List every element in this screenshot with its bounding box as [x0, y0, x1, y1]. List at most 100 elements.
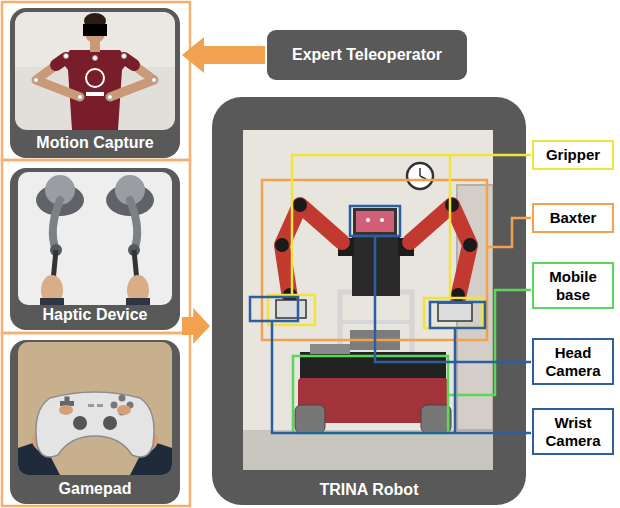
trina-robot-figure	[293, 356, 448, 433]
person-figure	[83, 24, 107, 36]
callout-label: Mobile base	[537, 268, 609, 303]
trina-robot-figure	[250, 297, 298, 321]
gamepad-in-hands	[130, 440, 172, 475]
part-callout: Baxter	[532, 203, 614, 233]
leader-lines	[292, 155, 531, 295]
haptic-devices	[41, 275, 63, 305]
trina-robot-figure	[352, 236, 400, 296]
trina-robot-figure	[380, 218, 384, 222]
input-panel: Haptic Device	[10, 168, 180, 330]
part-callout: Gripper	[532, 140, 614, 170]
gamepad-in-hands	[119, 395, 126, 402]
trina-robot-figure	[243, 130, 493, 470]
person-figure	[152, 78, 157, 83]
trina-robot-figure	[268, 295, 315, 325]
trina-robot-figure	[275, 238, 289, 252]
person-figure	[34, 78, 39, 83]
gamepad-in-hands	[97, 404, 103, 407]
trina-robot-figure	[419, 168, 421, 176]
trina-robot-figure	[410, 205, 470, 298]
gamepad-in-hands	[18, 440, 60, 475]
haptic-devices	[53, 200, 60, 250]
leader-lines	[272, 321, 531, 433]
flow-arrow	[182, 37, 265, 73]
person-figure	[93, 56, 98, 61]
leader-lines	[449, 155, 452, 298]
input-panel: Motion Capture	[10, 8, 180, 158]
role-box: Expert Teleoperator	[267, 30, 467, 80]
person-figure	[84, 17, 106, 43]
role-label: Expert Teleoperator	[292, 46, 442, 64]
gamepad-in-hands	[117, 405, 131, 415]
part-callout: Head Camera	[532, 338, 614, 385]
trina-robot-figure	[421, 405, 451, 433]
trina-robot-figure	[350, 206, 400, 236]
panel-label: Haptic Device	[43, 306, 148, 324]
gamepad-in-hands	[88, 404, 94, 407]
haptic-devices	[45, 175, 75, 205]
trina-robot-figure	[463, 238, 477, 252]
person-figure	[122, 54, 127, 59]
trina-robot-figure	[438, 303, 472, 321]
person-figure	[56, 58, 66, 65]
trina-robot-figure	[298, 378, 448, 423]
haptic-devices	[127, 275, 149, 305]
trina-robot-figure	[451, 288, 465, 302]
trina-robot-figure	[340, 320, 412, 324]
trina-robot-figure	[262, 180, 487, 340]
person-figure	[124, 58, 134, 65]
person-figure	[86, 69, 104, 87]
person-figure	[64, 54, 69, 59]
panel-label: Gamepad	[59, 480, 132, 498]
trina-robot-figure	[420, 176, 426, 179]
gamepad-in-hands	[103, 416, 117, 430]
trina-robot-figure	[283, 288, 297, 302]
callout-label: Head Camera	[537, 344, 609, 379]
person-figure	[15, 12, 175, 130]
gamepad-in-hands	[32, 427, 64, 453]
leader-lines	[375, 236, 531, 362]
haptic-devices	[52, 250, 56, 292]
callout-label: Baxter	[550, 209, 597, 226]
trina-robot-figure	[356, 211, 394, 232]
callout-label: Gripper	[546, 146, 600, 163]
gamepad-in-hands	[60, 401, 74, 406]
haptic-devices	[134, 250, 138, 292]
person-figure	[36, 58, 80, 97]
leader-lines	[487, 218, 531, 247]
flow-arrow	[182, 308, 210, 344]
robot-panel: TRINA Robot	[212, 97, 526, 505]
trina-robot-figure	[407, 163, 433, 189]
trina-robot-figure	[398, 238, 414, 256]
haptic-devices	[40, 298, 64, 305]
person-figure	[62, 50, 128, 130]
gamepad-in-hands	[111, 402, 118, 409]
trina-robot-figure	[340, 292, 412, 356]
trina-robot-figure	[300, 352, 446, 380]
haptic-devices	[36, 184, 84, 216]
trina-robot-figure	[366, 218, 370, 222]
gamepad-in-hands	[18, 342, 172, 475]
haptic-devices	[106, 184, 154, 216]
person-figure	[90, 40, 100, 52]
trina-robot-figure	[243, 130, 493, 470]
leader-lines	[454, 328, 457, 433]
haptic-devices	[128, 244, 140, 256]
gamepad-in-hands	[127, 402, 134, 409]
trina-robot-figure	[276, 300, 306, 318]
trina-robot-figure	[295, 405, 325, 433]
trina-robot-figure	[243, 430, 493, 470]
input-panel: Gamepad	[10, 340, 180, 504]
part-callout: Mobile base	[532, 262, 614, 309]
haptic-devices	[126, 298, 150, 305]
trina-robot-figure	[282, 205, 342, 298]
trina-robot-figure	[350, 330, 400, 350]
person-figure	[78, 95, 83, 100]
leader-lines	[272, 155, 531, 433]
gamepad-in-hands	[59, 405, 73, 415]
person-figure	[86, 92, 104, 96]
haptic-devices	[115, 175, 145, 205]
haptic-devices	[50, 244, 62, 256]
input-frame	[2, 160, 190, 333]
